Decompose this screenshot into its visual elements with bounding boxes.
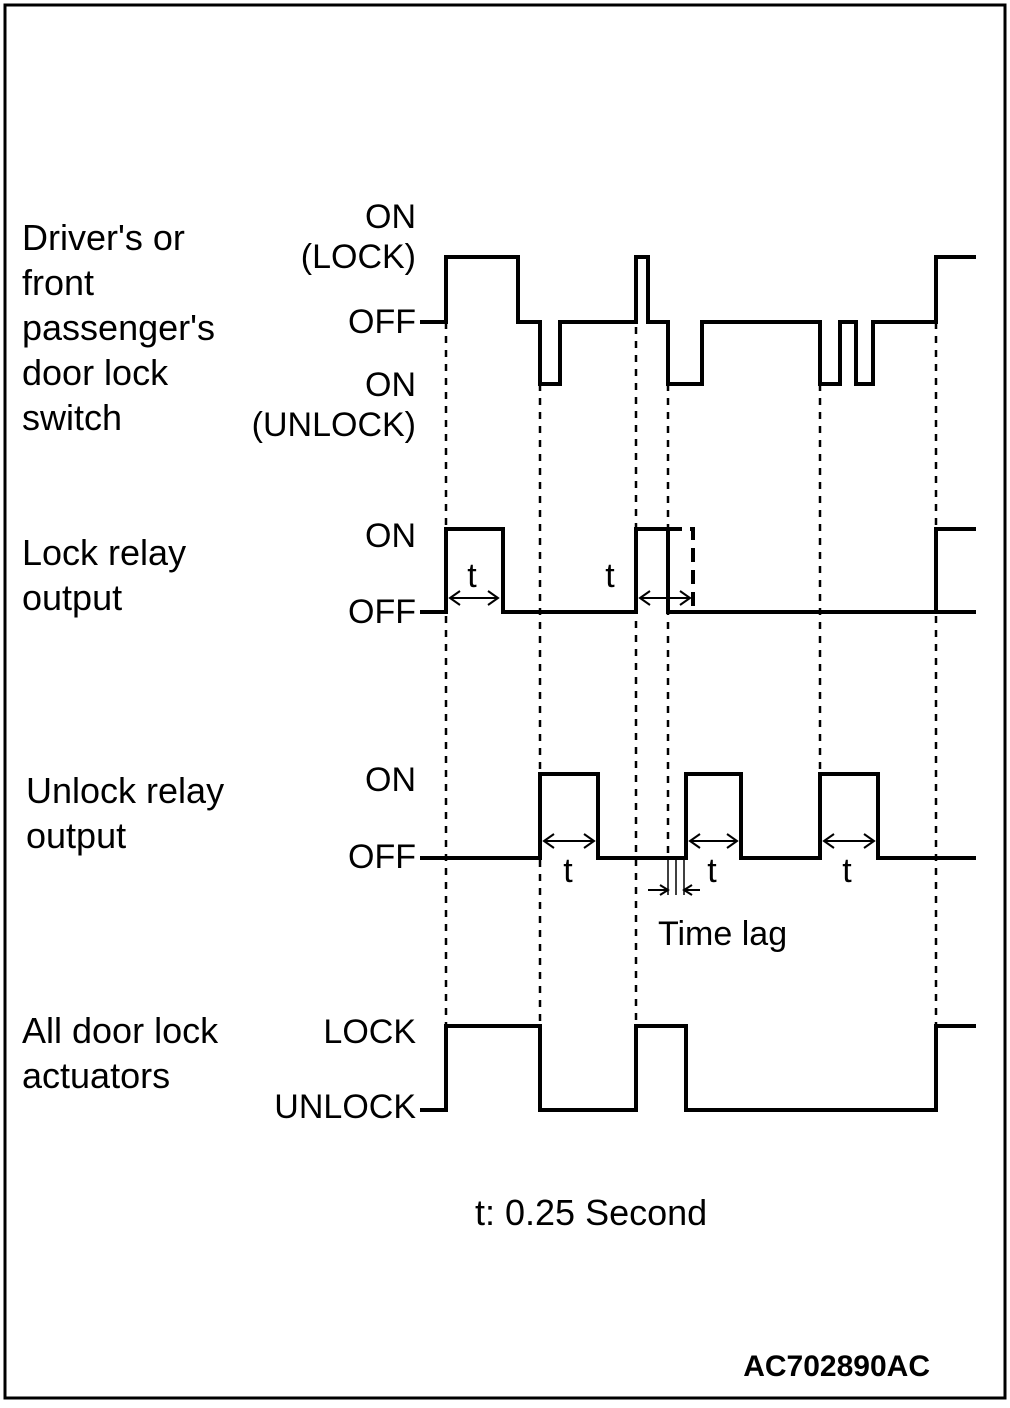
lock-relay-level-on: ON (365, 517, 416, 555)
unlock-relay-t-label-2: t (707, 852, 717, 890)
lock-relay-name-line-1: Lock relay (22, 532, 186, 573)
switch-name-line-1: Driver's or (22, 217, 185, 258)
lock-relay-t-arrow-1 (448, 590, 500, 606)
switch-level-lock-paren: (LOCK) (301, 238, 416, 276)
unlock-relay-t-arrow-1 (542, 833, 596, 849)
actuators-level-lock: LOCK (323, 1013, 416, 1051)
figure-code: AC702890AC (743, 1350, 930, 1383)
switch-level-labels: ON (LOCK) OFF ON (UNLOCK) (252, 198, 416, 444)
time-guides (444, 257, 938, 1026)
unlock-relay-waveform (420, 772, 976, 860)
unlock-relay-level-on: ON (365, 761, 416, 799)
time-lag-marker (648, 858, 700, 896)
switch-level-off: OFF (348, 303, 416, 341)
time-lag-label: Time lag (658, 915, 787, 953)
unlock-relay-name-line-2: output (26, 815, 126, 856)
actuators-level-unlock: UNLOCK (274, 1088, 416, 1126)
unlock-relay-level-off: OFF (348, 838, 416, 876)
figure-frame (3, 3, 1007, 1400)
lock-relay-t-label-2: t (605, 557, 615, 595)
time-legend: t: 0.25 Second (475, 1192, 707, 1233)
actuators-name: All door lock actuators (22, 1010, 219, 1096)
switch-name-line-5: switch (22, 397, 122, 438)
actuators-name-line-1: All door lock (22, 1010, 219, 1051)
switch-level-on-lock: ON (365, 198, 416, 236)
switch-name-line-4: door lock (22, 352, 169, 393)
switch-level-on-unlock: ON (365, 366, 416, 404)
lock-relay-name-line-2: output (22, 577, 122, 618)
lock-relay-name: Lock relay output (22, 532, 186, 618)
unlock-relay-t-arrow-2 (688, 833, 739, 849)
unlock-relay-t-label-3: t (842, 852, 852, 890)
unlock-relay-name-line-1: Unlock relay (26, 770, 224, 811)
unlock-relay-t-arrow-3 (822, 833, 876, 849)
unlock-relay-name: Unlock relay output (26, 770, 224, 856)
lock-relay-extended-pulse (668, 527, 695, 612)
switch-waveform (420, 255, 976, 386)
lock-relay-t-label-1: t (467, 557, 477, 595)
lock-relay-t-arrow-2 (638, 590, 692, 606)
switch-name-line-2: front (22, 262, 94, 303)
actuators-waveform (420, 1024, 976, 1112)
lock-relay-tail (934, 527, 976, 612)
switch-signal-name: Driver's or front passenger's door lock … (22, 217, 215, 438)
actuators-name-line-2: actuators (22, 1055, 170, 1096)
switch-level-unlock-paren: (UNLOCK) (252, 406, 416, 444)
switch-name-line-3: passenger's (22, 307, 215, 348)
lock-relay-level-off: OFF (348, 593, 416, 631)
unlock-relay-t-label-1: t (563, 852, 573, 890)
